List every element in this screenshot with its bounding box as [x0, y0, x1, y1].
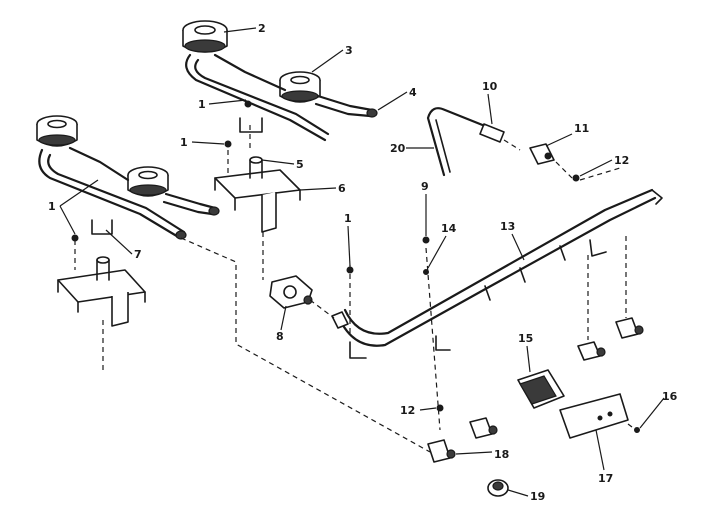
burner-valve-1	[577, 341, 606, 361]
callout-7: 7	[134, 248, 142, 261]
burner-tube-upper-b	[213, 53, 287, 92]
callout-15: 15	[518, 332, 533, 345]
callout-13: 13	[500, 220, 515, 233]
mounting-plate-right	[214, 156, 301, 233]
callout-8: 8	[276, 330, 284, 343]
control-knob	[487, 479, 509, 497]
callout-20: 20	[390, 142, 406, 155]
lower-burner-assembly	[36, 115, 220, 240]
valve-shield-plate	[559, 393, 629, 439]
manifold-support-bracket	[426, 107, 505, 177]
callout-10: 10	[482, 80, 498, 93]
burner-head-upper-right	[279, 71, 321, 103]
callout-1-plate: 1	[180, 136, 188, 149]
burner-head-lower-right	[127, 166, 169, 197]
gas-manifold	[331, 188, 663, 359]
callout-labels: 2 3 4 1 1 5 6 1 7 8 1 9 14 13 10 20 11 1…	[48, 22, 678, 503]
assembly-lines	[74, 125, 637, 453]
callout-6: 6	[338, 182, 346, 195]
burner-head-lower-left	[36, 115, 78, 147]
callout-9: 9	[421, 180, 429, 193]
callout-14: 14	[441, 222, 457, 235]
orifice-fitting-11	[529, 143, 555, 165]
callout-1-left: 1	[48, 200, 56, 213]
mounting-plate-left	[57, 256, 146, 327]
callout-3: 3	[345, 44, 353, 57]
callout-11: 11	[574, 122, 589, 135]
burner-valve-3	[469, 417, 498, 439]
callout-19: 19	[530, 490, 545, 503]
callout-2: 2	[258, 22, 266, 35]
callout-12-lower: 12	[400, 404, 415, 417]
callout-18: 18	[494, 448, 509, 461]
burner-valve-18	[427, 439, 456, 463]
burner-valve-2	[615, 317, 644, 339]
callout-1-manifold: 1	[344, 212, 352, 225]
ignition-switch	[517, 369, 565, 409]
pressure-regulator	[269, 275, 313, 309]
leader-lines	[59, 27, 665, 497]
upper-burner-assembly	[182, 20, 378, 142]
burner-tube-upper-a	[185, 53, 327, 142]
callout-4: 4	[409, 86, 417, 99]
callout-12-upper: 12	[614, 154, 629, 167]
burner-head-upper-left	[182, 20, 228, 53]
screws	[71, 140, 640, 433]
callout-1-upper: 1	[198, 98, 206, 111]
callout-17: 17	[598, 472, 613, 485]
callout-5: 5	[296, 158, 304, 171]
callout-16: 16	[662, 390, 678, 403]
